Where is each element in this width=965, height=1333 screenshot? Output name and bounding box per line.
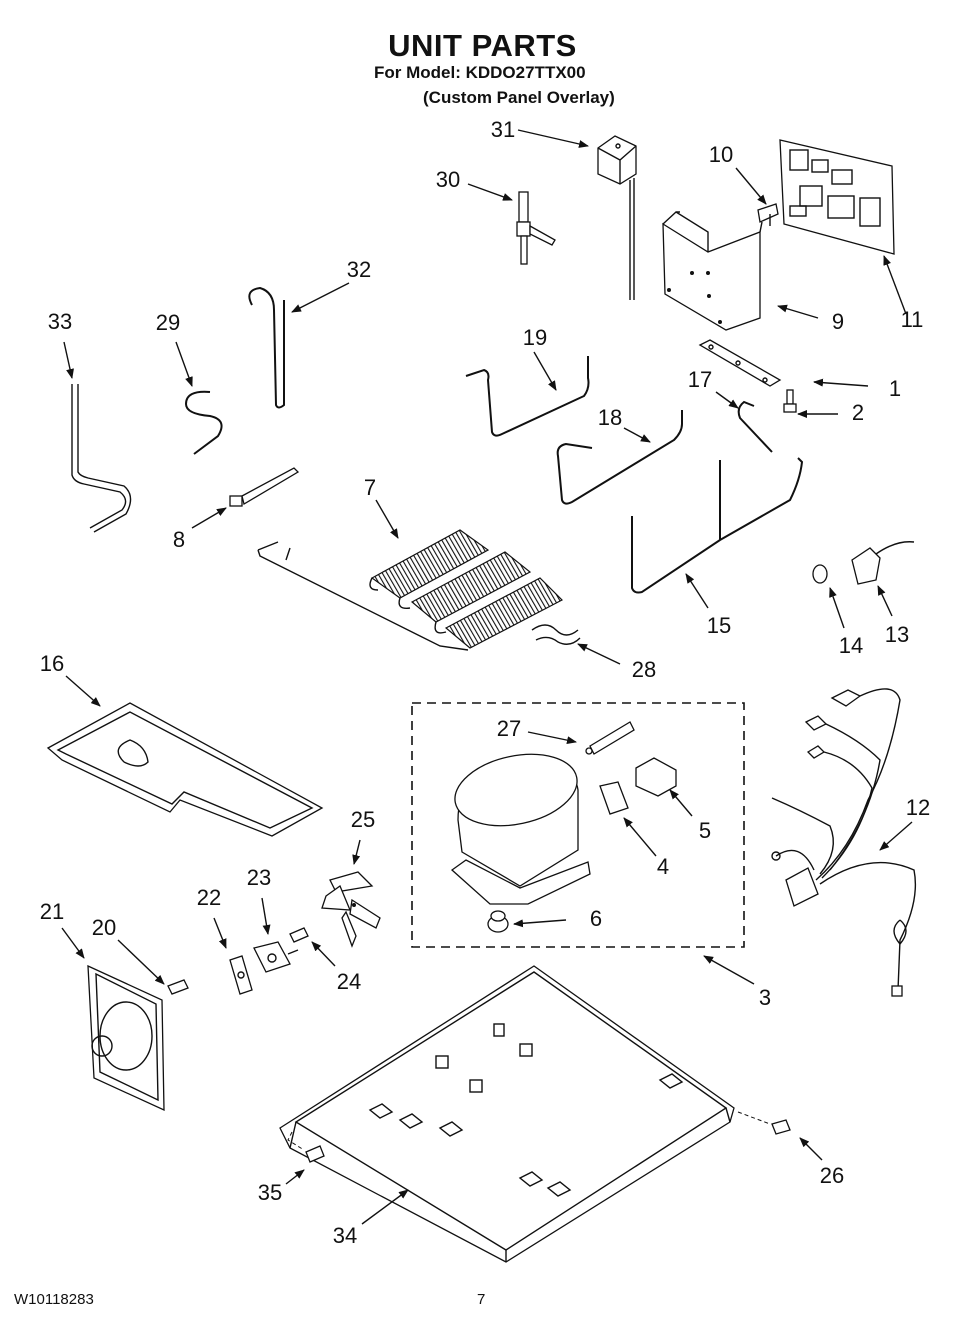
part-29-tube[interactable] (184, 390, 223, 455)
callout-3: 3 (758, 985, 772, 1010)
part-19-tube[interactable] (465, 356, 590, 437)
part-35-screw[interactable] (287, 1131, 325, 1163)
callout-29: 29 (155, 310, 181, 335)
part-15-tube[interactable] (631, 457, 804, 594)
document-number: W10118283 (14, 1291, 94, 1308)
part-28-clip[interactable] (531, 624, 581, 645)
callout-18: 18 (597, 405, 623, 430)
part-32-tube[interactable] (248, 286, 285, 409)
callout-25: 25 (350, 807, 376, 832)
part-8-cable-tie[interactable] (229, 467, 300, 507)
compressor[interactable] (448, 744, 591, 905)
callout-11: 11 (900, 307, 924, 332)
part-16-drain-pan[interactable] (46, 702, 324, 837)
part-14-button[interactable] (812, 564, 828, 584)
callout-24: 24 (336, 969, 362, 994)
callout-9: 9 (831, 309, 845, 334)
compressor-kit-outline (411, 702, 745, 948)
model-number-line: For Model: KDDO27TTX00 (374, 63, 586, 82)
part-27-drier[interactable] (585, 721, 635, 755)
callout-6: 6 (589, 906, 603, 931)
part-24-screw[interactable] (289, 927, 309, 943)
callout-20: 20 (91, 915, 117, 940)
callout-23: 23 (246, 865, 272, 890)
callout-4: 4 (656, 854, 670, 879)
callout-2: 2 (851, 400, 865, 425)
callout-31: 31 (490, 117, 516, 142)
part-17-tube[interactable] (737, 400, 773, 453)
callout-12: 12 (905, 795, 931, 820)
part-25-fan-blade[interactable] (321, 871, 381, 948)
part-12-wiring-harness[interactable] (771, 688, 917, 997)
callout-22: 22 (196, 885, 222, 910)
part-4-relay[interactable] (599, 781, 629, 815)
callout-1: 1 (888, 376, 902, 401)
part-10-sensor[interactable] (757, 203, 779, 233)
part-13-thermostat[interactable] (851, 541, 915, 585)
part-26-screw[interactable] (737, 1111, 791, 1135)
part-7-condenser[interactable] (257, 529, 564, 651)
part-1-strap[interactable] (698, 339, 782, 387)
part-21-fan-shroud[interactable] (87, 964, 165, 1112)
part-6-grommet[interactable] (487, 910, 509, 933)
part-30-valve[interactable] (516, 191, 556, 265)
leader-arrows (61, 129, 913, 1225)
callout-33: 33 (47, 309, 73, 334)
part-34-base-pan[interactable] (279, 965, 735, 1263)
part-5-overload[interactable] (635, 757, 677, 797)
part-33-tube[interactable] (71, 384, 132, 533)
part-9-bracket[interactable] (662, 211, 761, 331)
part-18-tube[interactable] (556, 410, 683, 505)
callout-17: 17 (687, 367, 713, 392)
callout-35: 35 (257, 1180, 283, 1205)
part-23-fan-motor[interactable] (253, 941, 299, 973)
part-20-screw[interactable] (167, 979, 189, 995)
variant-line: (Custom Panel Overlay) (423, 88, 615, 107)
callout-15: 15 (706, 613, 732, 638)
callout-34: 34 (332, 1223, 358, 1248)
diagram-title: UNIT PARTS (388, 28, 577, 63)
callout-21: 21 (39, 899, 65, 924)
part-11-control-board[interactable] (779, 139, 895, 255)
callout-5: 5 (698, 818, 712, 843)
part-2-screw[interactable] (783, 389, 797, 413)
callout-30: 30 (435, 167, 461, 192)
callout-32: 32 (346, 257, 372, 282)
callout-13: 13 (884, 622, 910, 647)
callout-7: 7 (363, 475, 377, 500)
callout-10: 10 (708, 142, 734, 167)
callout-26: 26 (819, 1163, 845, 1188)
callout-28: 28 (631, 657, 657, 682)
callout-19: 19 (522, 325, 548, 350)
page-number: 7 (477, 1291, 486, 1308)
part-22-gasket[interactable] (229, 955, 253, 995)
callout-14: 14 (838, 633, 864, 658)
callout-8: 8 (172, 527, 186, 552)
callout-16: 16 (39, 651, 65, 676)
callout-27: 27 (496, 716, 522, 741)
part-31-solenoid[interactable] (597, 135, 637, 300)
